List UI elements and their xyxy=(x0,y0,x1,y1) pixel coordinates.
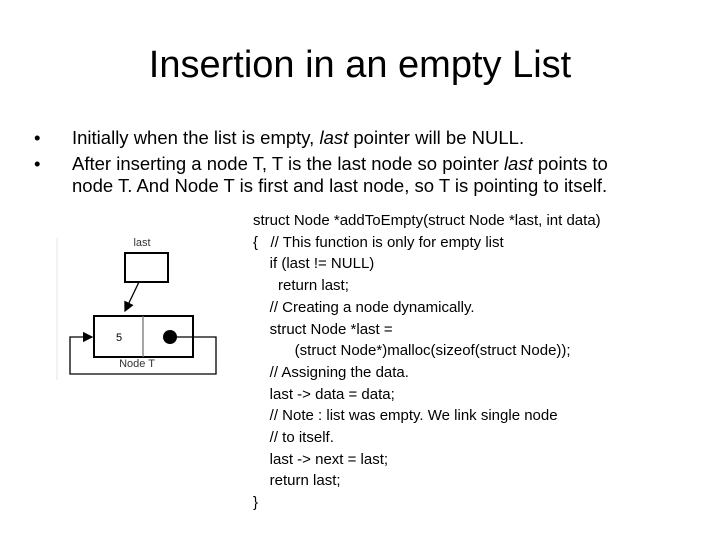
code-line: // Assigning the data. xyxy=(253,363,409,381)
code-line: (struct Node*)malloc(sizeof(struct Node)… xyxy=(253,342,571,360)
code-line: return last; xyxy=(253,472,341,490)
node-value: 5 xyxy=(116,332,122,344)
code-line: return last; xyxy=(253,277,349,295)
code-line: struct Node *addToEmpty(struct Node *las… xyxy=(253,212,601,229)
code-line: // Note : list was empty. We link single… xyxy=(253,407,558,425)
code-line: last -> data = data; xyxy=(253,385,395,403)
code-line: // to itself. xyxy=(253,429,334,447)
bullet-icon: • xyxy=(34,127,41,148)
self-loop-arrow xyxy=(69,331,217,375)
bullet-text: After inserting a node T, T is the last … xyxy=(72,153,504,174)
code-line: // Creating a node dynamically. xyxy=(253,298,475,316)
code-line: } xyxy=(253,494,259,512)
code-line: struct Node *last = xyxy=(253,320,393,338)
last-pointer-arrow xyxy=(124,281,140,313)
last-pointer-box xyxy=(124,252,169,283)
code-line: last -> next = last; xyxy=(253,450,389,468)
bullet-emphasis: last xyxy=(503,153,533,174)
bullet-icon: • xyxy=(34,153,41,174)
bullet-emphasis: last xyxy=(319,127,349,148)
bullet-text: Initially when the list is empty, xyxy=(72,127,320,148)
bullet-text-continued: node T. And Node T is first and last nod… xyxy=(72,175,608,196)
slide-title: Insertion in an empty List xyxy=(148,44,572,86)
code-block: struct Node *addToEmpty(struct Node *las… xyxy=(253,210,601,514)
last-pointer-label: last xyxy=(133,237,150,249)
code-line: { // This function is only for empty lis… xyxy=(253,233,504,251)
bullet-text: points to xyxy=(532,153,608,174)
code-line: if (last != NULL) xyxy=(253,255,375,273)
node-t-label: Node T xyxy=(119,358,155,370)
bullet-text: pointer will be NULL. xyxy=(348,127,525,148)
